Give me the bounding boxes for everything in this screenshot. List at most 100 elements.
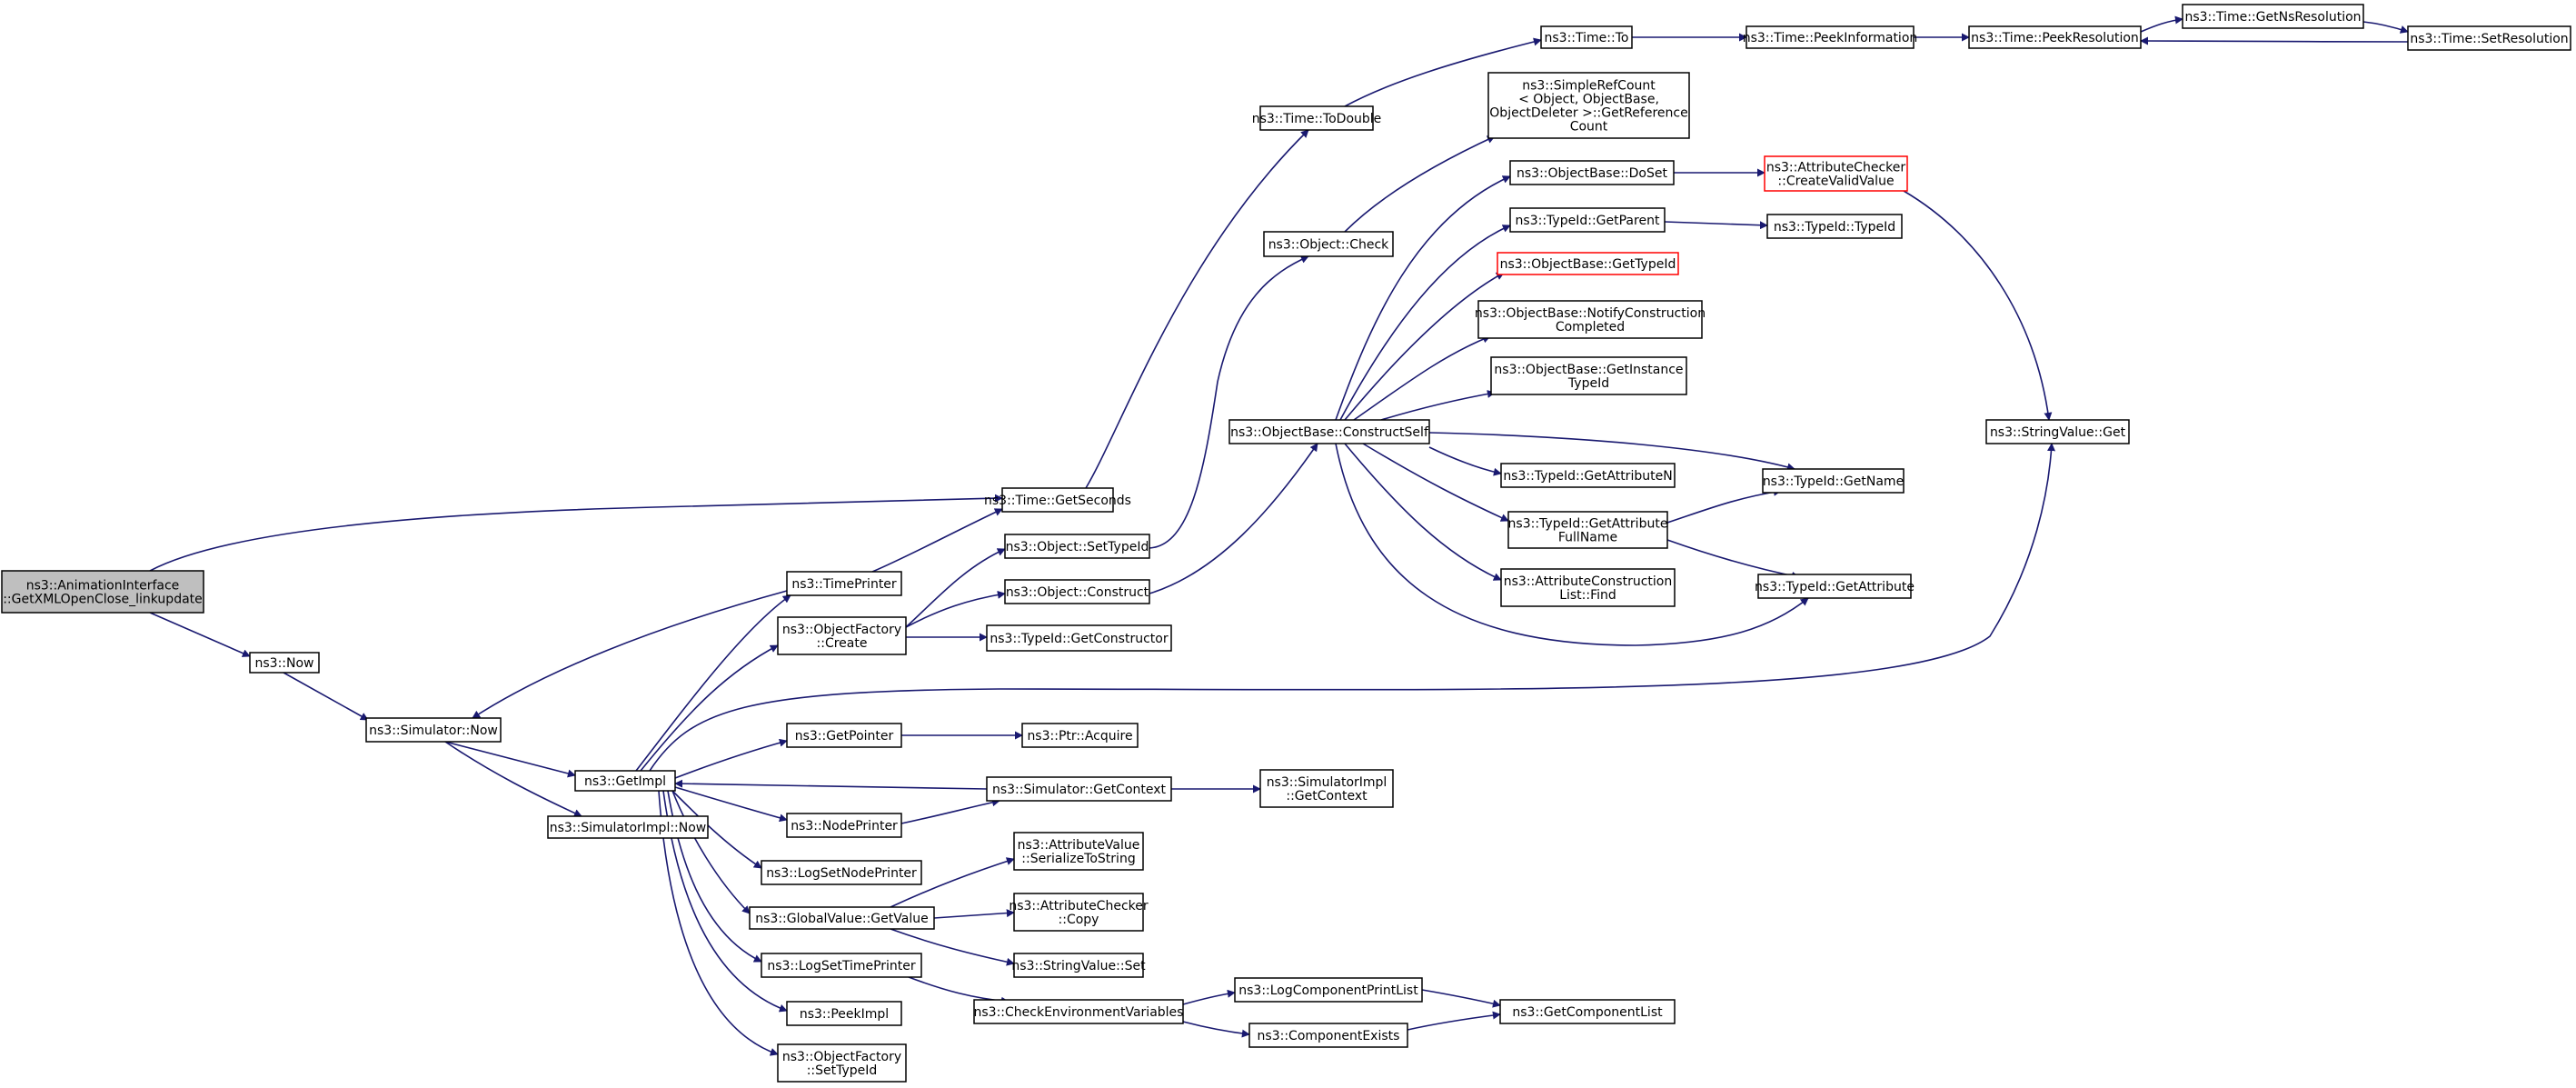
node-box[interactable]: [1509, 160, 1675, 185]
node-root[interactable]: ns3::AnimationInterface::GetXMLOpenClose…: [1, 570, 204, 614]
node-box[interactable]: [1263, 231, 1394, 257]
node-peekimpl[interactable]: ns3::PeekImpl: [786, 1001, 902, 1026]
node-notifyconstruction[interactable]: ns3::ObjectBase::NotifyConstructionCompl…: [1475, 300, 1706, 339]
node-getcomponentlist[interactable]: ns3::GetComponentList: [1499, 999, 1676, 1024]
node-box[interactable]: [1500, 463, 1676, 488]
node-doset[interactable]: ns3::ObjectBase::DoSet: [1509, 160, 1675, 185]
node-box[interactable]: [1985, 419, 2130, 444]
node-stringvalueset[interactable]: ns3::StringValue::Set: [1011, 953, 1146, 978]
node-box[interactable]: [1757, 574, 1912, 599]
node-typeidtypeid[interactable]: ns3::TypeId::TypeId: [1766, 214, 1903, 239]
node-peekres[interactable]: ns3::Time::PeekResolution: [1968, 25, 2142, 49]
node-box[interactable]: [1500, 568, 1676, 607]
node-box[interactable]: [1013, 893, 1144, 932]
node-box[interactable]: [761, 860, 922, 885]
node-box[interactable]: [1499, 999, 1676, 1024]
node-box[interactable]: [777, 1043, 907, 1083]
node-box[interactable]: [1001, 487, 1114, 513]
node-box[interactable]: [1764, 155, 1908, 192]
node-box[interactable]: [1259, 769, 1394, 808]
node-simplerefcount[interactable]: ns3::SimpleRefCount< Object, ObjectBase,…: [1487, 72, 1690, 139]
node-getpointer[interactable]: ns3::GetPointer: [786, 723, 902, 748]
node-box[interactable]: [1248, 1023, 1408, 1048]
node-createvalid[interactable]: ns3::AttributeChecker::CreateValidValue: [1764, 155, 1908, 192]
node-stringvalueget[interactable]: ns3::StringValue::Get: [1985, 419, 2130, 444]
node-objconstruct[interactable]: ns3::Object::Construct: [1004, 579, 1150, 604]
node-attrcheckercopy[interactable]: ns3::AttributeChecker::Copy: [1009, 893, 1149, 932]
node-logcompprintlist[interactable]: ns3::LogComponentPrintList: [1234, 977, 1423, 1003]
node-box[interactable]: [2182, 4, 2364, 29]
node-objbasegettypeid[interactable]: ns3::ObjectBase::GetTypeId: [1497, 252, 1679, 275]
node-logsetnodeprinter[interactable]: ns3::LogSetNodePrinter: [761, 860, 922, 885]
node-box[interactable]: [786, 571, 902, 596]
node-box[interactable]: [1004, 534, 1150, 559]
node-box[interactable]: [1540, 25, 1633, 49]
node-box[interactable]: [1004, 579, 1150, 604]
node-getattribute[interactable]: ns3::TypeId::GetAttribute: [1755, 574, 1915, 599]
node-componentexists[interactable]: ns3::ComponentExists: [1248, 1023, 1408, 1048]
node-todouble[interactable]: ns3::Time::ToDouble: [1252, 105, 1382, 131]
node-getimpl[interactable]: ns3::GetImpl: [574, 770, 676, 792]
node-serializetostring[interactable]: ns3::AttributeValue::SerializeToString: [1013, 832, 1144, 871]
node-objcheck[interactable]: ns3::Object::Check: [1263, 231, 1394, 257]
node-box[interactable]: [1497, 252, 1679, 275]
node-logsettimeprinter[interactable]: ns3::LogSetTimePrinter: [761, 953, 922, 978]
node-getconstructor[interactable]: ns3::TypeId::GetConstructor: [986, 624, 1172, 652]
node-peekinfo[interactable]: ns3::Time::PeekInformation: [1743, 25, 1918, 49]
node-getname[interactable]: ns3::TypeId::GetName: [1762, 468, 1905, 494]
node-box[interactable]: [249, 652, 320, 674]
node-timeprinter[interactable]: ns3::TimePrinter: [786, 571, 902, 596]
node-box[interactable]: [1013, 832, 1144, 871]
node-simgetcontext[interactable]: ns3::Simulator::GetContext: [986, 776, 1172, 802]
node-ptracquire[interactable]: ns3::Ptr::Acquire: [1021, 723, 1139, 748]
node-getnsres[interactable]: ns3::Time::GetNsResolution: [2182, 4, 2364, 29]
node-box[interactable]: [547, 815, 709, 839]
node-constructself[interactable]: ns3::ObjectBase::ConstructSelf: [1228, 419, 1430, 444]
node-objfactsettypeid[interactable]: ns3::ObjectFactory::SetTypeId: [777, 1043, 907, 1083]
node-box[interactable]: [761, 953, 922, 978]
node-box[interactable]: [1021, 723, 1139, 748]
node-box[interactable]: [777, 616, 907, 655]
node-simnow[interactable]: ns3::Simulator::Now: [365, 717, 502, 743]
node-objfactcreate[interactable]: ns3::ObjectFactory::Create: [777, 616, 907, 655]
node-box[interactable]: [986, 776, 1172, 802]
node-getparent[interactable]: ns3::TypeId::GetParent: [1509, 207, 1666, 233]
node-now[interactable]: ns3::Now: [249, 652, 320, 674]
node-box[interactable]: [973, 999, 1184, 1024]
node-box[interactable]: [1762, 468, 1905, 494]
node-box[interactable]: [2407, 25, 2571, 51]
node-to[interactable]: ns3::Time::To: [1540, 25, 1633, 49]
node-box[interactable]: [1477, 300, 1703, 339]
node-getseconds[interactable]: ns3::Time::GetSeconds: [984, 487, 1131, 513]
node-box[interactable]: [1228, 419, 1430, 444]
node-box[interactable]: [749, 906, 935, 930]
node-box[interactable]: [786, 723, 902, 748]
node-nodeprinter[interactable]: ns3::NodePrinter: [786, 813, 902, 838]
node-box[interactable]: [1746, 25, 1915, 49]
node-box[interactable]: [1234, 977, 1423, 1003]
node-simimplgetcontext[interactable]: ns3::SimulatorImpl::GetContext: [1259, 769, 1394, 808]
node-box[interactable]: [1968, 25, 2142, 49]
node-checkenv[interactable]: ns3::CheckEnvironmentVariables: [973, 999, 1184, 1024]
node-setres[interactable]: ns3::Time::SetResolution: [2407, 25, 2571, 51]
node-box[interactable]: [1013, 953, 1144, 978]
node-box[interactable]: [786, 1001, 902, 1026]
node-box[interactable]: [1490, 356, 1687, 395]
node-box[interactable]: [1766, 214, 1903, 239]
node-box[interactable]: [1, 570, 204, 614]
node-box[interactable]: [365, 717, 502, 743]
node-objsettypeid[interactable]: ns3::Object::SetTypeId: [1004, 534, 1150, 559]
node-box[interactable]: [1509, 207, 1666, 233]
node-box[interactable]: [1507, 511, 1668, 549]
node-globalvalueget[interactable]: ns3::GlobalValue::GetValue: [749, 906, 935, 930]
node-box[interactable]: [1259, 105, 1374, 131]
node-simimplnow[interactable]: ns3::SimulatorImpl::Now: [547, 815, 709, 839]
node-getattributen[interactable]: ns3::TypeId::GetAttributeN: [1500, 463, 1676, 488]
node-box[interactable]: [1487, 72, 1690, 139]
node-box[interactable]: [986, 624, 1172, 652]
node-box[interactable]: [574, 770, 676, 792]
node-box[interactable]: [786, 813, 902, 838]
